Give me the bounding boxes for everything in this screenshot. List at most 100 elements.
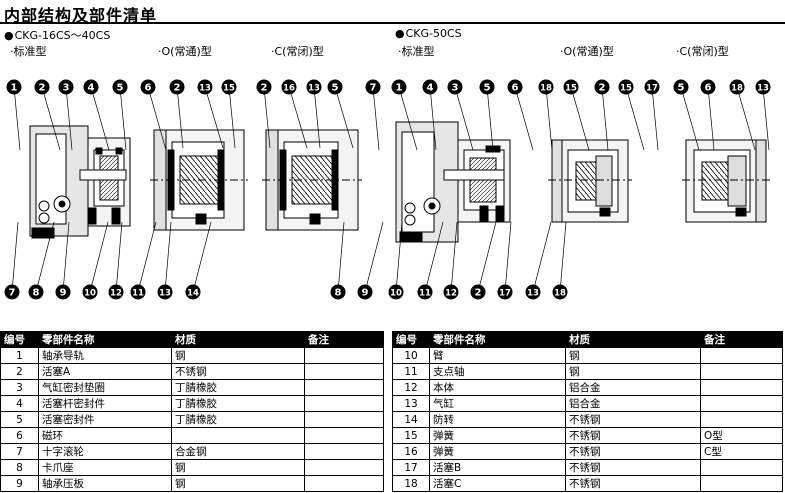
callout-leader (13, 86, 21, 151)
callout-18: 18 (538, 79, 554, 95)
part-name: 支点轴 (429, 363, 566, 380)
callout-5: 5 (479, 79, 495, 95)
callout-leader (35, 221, 55, 293)
drawing-open-50 (548, 139, 632, 223)
drawing-closed-16-40 (262, 129, 362, 231)
part-name: 防转 (429, 411, 566, 428)
col-header-material: 材质 (565, 331, 701, 348)
callout-leader (559, 221, 567, 293)
part-number: 8 (0, 459, 39, 476)
callout-leader (313, 86, 321, 149)
callout-bubble (281, 79, 297, 95)
callout-leader (115, 221, 123, 293)
part-note (304, 459, 384, 476)
part-material: 钢 (565, 347, 701, 364)
page-title: 内部结构及部件清单 (4, 6, 158, 25)
callout-leader (680, 86, 700, 151)
part-material: 钢 (171, 347, 305, 364)
callout-number: 7 (9, 288, 16, 299)
callout-leader (486, 86, 494, 151)
col-header-name: 零部件名称 (429, 331, 566, 348)
callout-bubble (673, 79, 689, 95)
part-name: 弹簧 (429, 427, 566, 444)
callout-10: 10 (388, 284, 404, 300)
right-variant-normally-closed: ·C(常闭)型 (676, 45, 729, 58)
part-note (700, 347, 783, 364)
callout-number: 1 (11, 83, 18, 94)
col-header-note: 备注 (304, 331, 384, 348)
callout-leader (89, 221, 109, 293)
part-number: 14 (392, 411, 430, 428)
callout-bubble (594, 79, 610, 95)
callout-number: 13 (159, 289, 171, 299)
callout-bubble (306, 79, 322, 95)
callout-bubble (6, 79, 22, 95)
drawing-standard-50 (395, 121, 511, 243)
callout-bubble (391, 79, 407, 95)
callout-number: 13 (527, 289, 539, 299)
callout-13: 13 (525, 284, 541, 300)
callout-bubble (644, 79, 660, 95)
callout-number: 3 (452, 83, 459, 94)
callout-number: 6 (512, 83, 519, 94)
callout-leader (334, 86, 354, 149)
callout-bubble (221, 79, 237, 95)
callout-leader (288, 86, 308, 149)
part-name: 十字滚轮 (38, 443, 172, 460)
part-number: 6 (0, 427, 39, 444)
callout-2: 2 (34, 79, 50, 95)
col-header-name: 零部件名称 (38, 331, 172, 348)
callout-leader (570, 86, 590, 151)
callout-leader (429, 86, 437, 151)
callout-number: 9 (362, 288, 369, 299)
callout-7: 7 (365, 79, 381, 95)
callout-number: 5 (484, 83, 491, 94)
col-header-note: 备注 (700, 331, 783, 348)
part-number: 7 (0, 443, 39, 460)
callout-15: 15 (563, 79, 579, 95)
callout-number: 9 (60, 288, 67, 299)
callout-leader (625, 86, 645, 151)
callout-number: 2 (174, 83, 181, 94)
callout-bubble (197, 79, 213, 95)
callout-bubble (256, 79, 272, 95)
part-note (304, 379, 384, 396)
callout-leader (337, 221, 345, 293)
callout-16: 16 (281, 79, 297, 95)
right-variant-standard: ·标准型 (398, 45, 435, 58)
callout-14: 14 (185, 284, 201, 300)
left-variant-normally-open: ·O(常通)型 (158, 45, 212, 58)
part-number: 2 (0, 363, 39, 380)
callout-9: 9 (55, 284, 71, 300)
col-header-material: 材质 (171, 331, 305, 348)
part-number: 15 (392, 427, 430, 444)
part-number: 10 (392, 347, 430, 364)
callout-number: 2 (599, 83, 606, 94)
callout-leader (514, 86, 534, 151)
callout-leader (545, 86, 553, 151)
drawing-closed-50 (682, 139, 770, 223)
drawing-open-16-40 (150, 129, 248, 231)
col-header-no: 编号 (392, 331, 430, 348)
callout-18: 18 (552, 284, 568, 300)
part-material: 铝合金 (565, 379, 701, 396)
callout-12: 12 (108, 284, 124, 300)
callout-leader (504, 221, 512, 293)
right-variant-normally-open: ·O(常通)型 (560, 45, 614, 58)
callout-8: 8 (28, 284, 44, 300)
callout-bubble (552, 284, 568, 300)
callout-bubble (34, 79, 50, 95)
callout-bubble (327, 79, 343, 95)
callout-2: 2 (470, 284, 486, 300)
part-note (700, 411, 783, 428)
callout-number: 15 (620, 84, 632, 94)
part-number: 12 (392, 379, 430, 396)
part-material: 丁腈橡胶 (171, 379, 305, 396)
